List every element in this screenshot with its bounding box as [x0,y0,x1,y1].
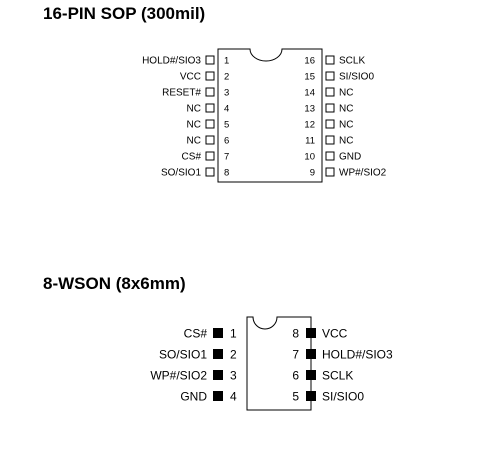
wson-pin-pad-left [213,370,223,380]
wson-pin-number-right: 6 [292,369,299,383]
sop-pin-name-left: NC [187,136,201,147]
wson-pin-name-left: GND [180,390,207,404]
sop-pin-pad-left [205,119,215,129]
sop-pin-pad-left [205,151,215,161]
sop-pin-pad-left [205,55,215,65]
sop-pin-name-left: NC [187,104,201,115]
sop-pin-name-left: SO/SIO1 [161,168,201,179]
sop-pin-pad-right [325,103,335,113]
sop-pin-pad-left [205,87,215,97]
sop-pin-pad-left [205,135,215,145]
sop-pin-name-left: HOLD#/SIO3 [142,56,201,67]
wson-pin-name-left: WP#/SIO2 [150,369,207,383]
sop-pin-number-right: 15 [304,72,315,83]
wson-pin-name-right: SCLK [322,369,353,383]
sop-pin-pad-right [325,55,335,65]
wson-pin-number-right: 7 [292,348,299,362]
wson-package-title: 8-WSON (8x6mm) [43,274,186,293]
sop-pin-name-right: NC [339,136,353,147]
sop-pin-name-right: WP#/SIO2 [339,168,387,179]
sop-pin-pad-right [325,167,335,177]
sop-pin-name-right: NC [339,88,353,99]
sop-pin-pad-right [325,135,335,145]
wson-pin-pad-right [306,349,316,359]
wson-pin-number-left: 1 [230,327,237,341]
sop-package-title: 16-PIN SOP (300mil) [43,4,206,23]
sop-pin-number-right: 12 [304,120,315,131]
sop-pin-number-right: 14 [304,88,315,99]
sop-pin-number-right: 11 [305,136,315,147]
wson-pin-number-left: 2 [230,348,237,362]
wson-pin-name-left: CS# [184,327,208,341]
sop-pin-name-left: CS# [182,152,202,163]
wson-pin-name-right: VCC [322,327,348,341]
sop-pin-name-right: SI/SIO0 [339,72,374,83]
sop-pin-number-right: 10 [304,152,315,163]
sop-pin-pad-right [325,119,335,129]
sop-pin-number-left: 5 [224,120,229,131]
sop-pin-number-right: 13 [304,104,315,115]
wson-pin-number-left: 3 [230,369,237,383]
wson-pin-pad-right [306,370,316,380]
sop-pin-name-left: VCC [180,72,201,83]
sop-pin-name-left: RESET# [162,88,201,99]
sop-pin-pad-left [205,167,215,177]
sop-pin-pad-right [325,87,335,97]
sop-pin-name-left: NC [187,120,201,131]
sop-pin-name-right: NC [339,120,353,131]
sop-pin-pad-left [205,103,215,113]
sop-pin-name-right: SCLK [339,56,365,67]
wson-pin-pad-left [213,391,223,401]
wson-pin-pad-left [213,328,223,338]
wson-pin-number-right: 8 [292,327,299,341]
wson-pin-pad-right [306,391,316,401]
sop-pin-number-right: 16 [304,56,315,67]
sop-pin-pad-right [325,151,335,161]
wson-pin-number-right: 5 [292,390,299,404]
wson-pin-name-right: HOLD#/SIO3 [322,348,393,362]
wson-pin-pad-left [213,349,223,359]
sop-pin-name-right: NC [339,104,353,115]
sop-pin-pad-right [325,71,335,81]
wson-pin-number-left: 4 [230,390,237,404]
sop-pin-number-left: 2 [224,72,229,83]
sop-pin-number-left: 7 [224,152,229,163]
wson-pin-pad-right [306,328,316,338]
sop-pin-pad-left [205,71,215,81]
wson-pin-name-left: SO/SIO1 [159,348,207,362]
sop-pin-name-right: GND [339,152,361,163]
sop-pin-number-left: 8 [224,168,229,179]
sop-pin-number-left: 1 [224,56,229,67]
sop-pin-number-left: 6 [224,136,229,147]
wson-pin-name-right: SI/SIO0 [322,390,364,404]
wson-package-body [246,316,312,411]
sop-pin-number-right: 9 [310,168,315,179]
sop-pin-number-left: 3 [224,88,229,99]
sop-package-body [217,48,323,183]
sop-pin-number-left: 4 [224,104,229,115]
